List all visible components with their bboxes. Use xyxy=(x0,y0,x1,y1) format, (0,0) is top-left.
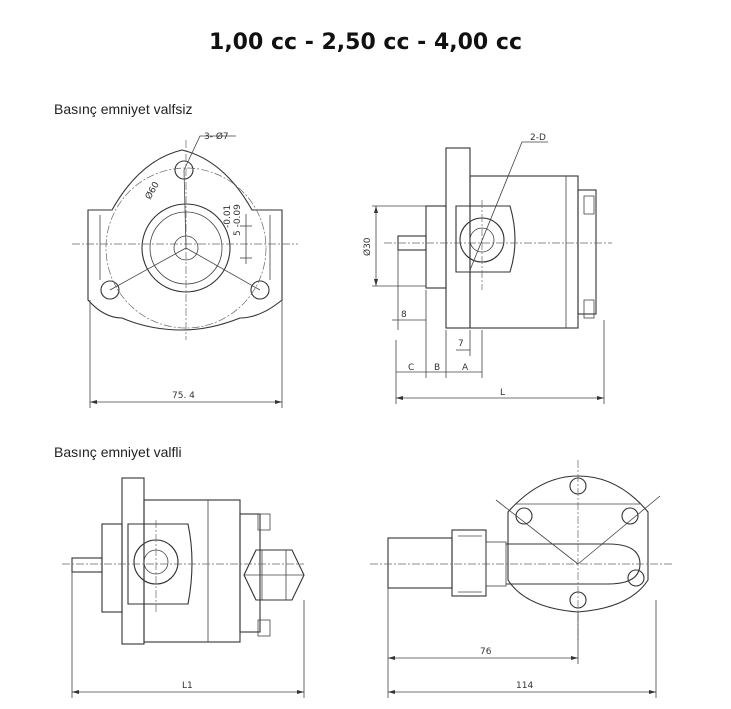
front-view-top xyxy=(72,135,298,408)
dim-tol1: -0.01 xyxy=(223,205,233,228)
dim-tol2: 5 -0.09 xyxy=(233,204,243,236)
dim-7: 7 xyxy=(458,339,464,349)
dim-holes: 3- Ø7 xyxy=(204,131,229,142)
side-view-top xyxy=(372,141,612,404)
dim-width-754: 75. 4 xyxy=(172,391,195,401)
dim-a: A xyxy=(462,363,469,373)
dim-two-d: 2-D xyxy=(530,133,546,143)
top-view-bottom xyxy=(370,460,672,698)
dim-c: C xyxy=(408,363,414,373)
section-label-with-valve: Basınç emniyet valfli xyxy=(54,444,182,460)
page-title: 1,00 cc - 2,50 cc - 4,00 cc xyxy=(209,30,522,55)
dim-dia30: Ø30 xyxy=(362,237,373,256)
dim-76: 76 xyxy=(480,647,492,657)
dim-b: B xyxy=(434,363,440,373)
dim-l: L xyxy=(500,388,505,398)
dim-pcd: Ø60 xyxy=(143,180,162,202)
section-label-without-valve: Basınç emniyet valfsiz xyxy=(54,101,193,117)
side-view-bottom xyxy=(62,477,305,698)
dim-8: 8 xyxy=(401,310,407,320)
dim-114: 114 xyxy=(516,681,533,691)
dim-l1: L1 xyxy=(182,681,193,691)
